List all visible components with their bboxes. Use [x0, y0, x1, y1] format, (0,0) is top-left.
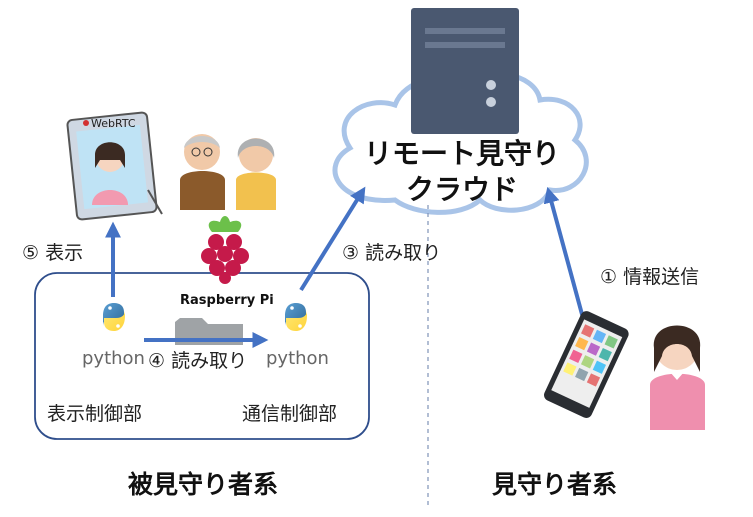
raspberry-pi-icon: [201, 216, 249, 284]
python-logo-icon: [103, 303, 125, 331]
python-logo-icon: [285, 303, 307, 331]
step-4-label: ④ 読み取り: [148, 350, 248, 372]
python-word-2: python: [266, 348, 329, 369]
cloud-shape: [332, 72, 589, 215]
step-5-label: ⑤ 表示: [22, 242, 84, 264]
elderly-man-icon: [180, 134, 225, 210]
python-word-1: python: [82, 348, 145, 369]
smartphone-icon: [544, 311, 629, 418]
tablet-icon: [66, 111, 163, 221]
raspberry-label: Raspberry Pi: [180, 293, 274, 308]
watched-section-title: 被見守り者系: [128, 470, 279, 499]
cloud-title-line2: クラウド: [405, 173, 518, 206]
arrow-send: [543, 186, 585, 319]
server-icon: [411, 8, 519, 134]
cloud-title-line1: リモート見守り: [363, 137, 560, 170]
webrtc-dot: [83, 120, 89, 126]
elderly-woman-icon: [236, 138, 276, 210]
step-1-label: ① 情報送信: [600, 266, 700, 288]
comm-control-label: 通信制御部: [242, 403, 338, 425]
arrow-read-cloud: [299, 186, 366, 292]
webrtc-label: WebRTC: [91, 117, 136, 130]
watcher-section-title: 見守り者系: [492, 470, 618, 499]
woman-icon: [650, 325, 705, 430]
watched-system-box: [34, 272, 370, 440]
step-3-label: ③ 読み取り: [342, 242, 442, 264]
display-control-label: 表示制御部: [47, 403, 143, 425]
